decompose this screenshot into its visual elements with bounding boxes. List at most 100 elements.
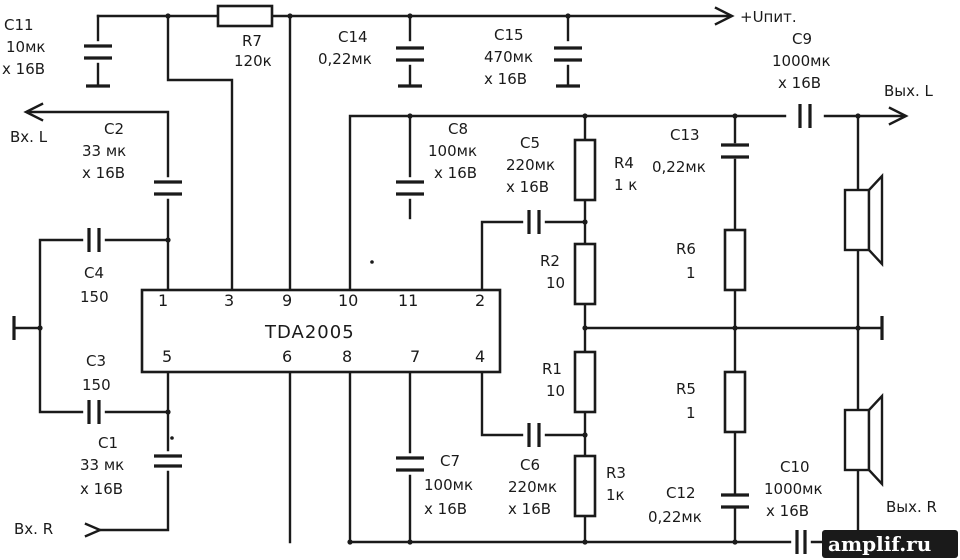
c5-rating: x 16В (506, 178, 549, 196)
r2-value: 10 (546, 274, 565, 292)
speakers (843, 172, 884, 488)
input-left-label: Вх. L (10, 128, 48, 146)
junction-dot (407, 13, 413, 19)
junction-dot (732, 113, 738, 119)
c2-name: C2 (104, 120, 124, 138)
r3-value: 1к (606, 486, 625, 504)
pin-label: 4 (475, 347, 485, 366)
resistor-r6 (723, 228, 747, 292)
supply-arrow-icon (714, 6, 735, 26)
r1-name: R1 (542, 360, 562, 378)
output-right-label: Вых. R (886, 498, 937, 516)
pin-label: 5 (162, 347, 172, 366)
wires (12, 14, 907, 544)
c14-name: C14 (338, 28, 368, 46)
c9-value: 1000мк (772, 52, 831, 70)
junction-dot (565, 13, 571, 19)
pin-label: 2 (475, 291, 485, 310)
capacitor-c7 (396, 456, 424, 472)
resistor-r1 (573, 350, 597, 414)
c8-rating: x 16В (434, 164, 477, 182)
c15-value: 470мк (484, 48, 533, 66)
resistor-r5 (723, 370, 747, 434)
capacitor-c14 (396, 46, 424, 62)
c9-name: C9 (792, 30, 812, 48)
r4-name: R4 (614, 154, 634, 172)
junction-dot (347, 539, 353, 545)
c5-name: C5 (520, 134, 540, 152)
watermark: amplif.ru (822, 530, 958, 558)
supply-label: +Uпит. (740, 8, 797, 26)
capacitor-c4 (87, 228, 101, 252)
capacitor-c2 (154, 180, 182, 196)
c8-name: C8 (448, 120, 468, 138)
junction-dot (165, 409, 171, 415)
junction-dots (37, 13, 861, 545)
c10-rating: x 16В (766, 502, 809, 520)
c14-value: 0,22мк (318, 50, 372, 68)
junction-dot (732, 325, 738, 331)
junction-dot (407, 113, 413, 119)
r4-value: 1 к (614, 176, 637, 194)
c3-name: C3 (86, 352, 106, 370)
output-left-arrow-icon (888, 106, 909, 126)
r7-value: 120к (234, 52, 272, 70)
c7-name: C7 (440, 452, 460, 470)
c6-name: C6 (520, 456, 540, 474)
c1-value: 33 мк (80, 456, 124, 474)
c2-rating: x 16В (82, 164, 125, 182)
junction-dot (732, 539, 738, 545)
resistor-r7 (216, 4, 274, 28)
ic-name: TDA2005 (264, 322, 355, 343)
c10-name: C10 (780, 458, 810, 476)
junction-dot (855, 113, 861, 119)
c7-value: 100мк (424, 476, 473, 494)
resistor-r3 (573, 454, 597, 518)
output-left-label: Вых. L (884, 82, 934, 100)
junction-dot (165, 13, 171, 19)
speaker-left-icon (843, 172, 884, 268)
resistor-r2 (573, 242, 597, 306)
r7-name: R7 (242, 32, 262, 50)
pin-label: 1 (158, 291, 168, 310)
resistor-r4 (573, 138, 597, 202)
c11-rating: x 16В (2, 60, 45, 78)
c4-name: C4 (84, 264, 104, 282)
capacitor-c12 (721, 493, 749, 509)
stray-dot (370, 260, 374, 264)
ic-body (140, 288, 502, 374)
capacitor-c10 (795, 530, 807, 554)
c7-rating: x 16В (424, 500, 467, 518)
c3-value: 150 (82, 376, 111, 394)
c1-name: C1 (98, 434, 118, 452)
junction-dot (855, 325, 861, 331)
pin-label: 8 (342, 347, 352, 366)
junction-dot (582, 325, 588, 331)
r6-value: 1 (686, 264, 696, 282)
c15-name: C15 (494, 26, 524, 44)
component-labels: +Uпит. C11 10мк x 16В R7 120к C14 0,22мк… (2, 8, 937, 538)
r5-name: R5 (676, 380, 696, 398)
r6-name: R6 (676, 240, 696, 258)
c2-value: 33 мк (82, 142, 126, 160)
pin-label: 9 (282, 291, 292, 310)
input-right-arrow-icon (84, 522, 104, 538)
r2-name: R2 (540, 252, 560, 270)
capacitor-c6 (527, 423, 541, 447)
capacitor-c9 (798, 104, 812, 128)
c12-name: C12 (666, 484, 696, 502)
junction-dot (582, 219, 588, 225)
pin-label: 10 (338, 291, 358, 310)
capacitor-c3 (87, 400, 101, 424)
pin-label: 6 (282, 347, 292, 366)
ground-symbols (12, 84, 884, 340)
c13-value: 0,22мк (652, 158, 706, 176)
capacitors (84, 44, 812, 554)
r1-value: 10 (546, 382, 565, 400)
watermark-text: amplif.ru (828, 532, 931, 556)
junction-dot (582, 113, 588, 119)
c6-rating: x 16В (508, 500, 551, 518)
capacitor-c13 (721, 143, 749, 159)
c6-value: 220мк (508, 478, 557, 496)
